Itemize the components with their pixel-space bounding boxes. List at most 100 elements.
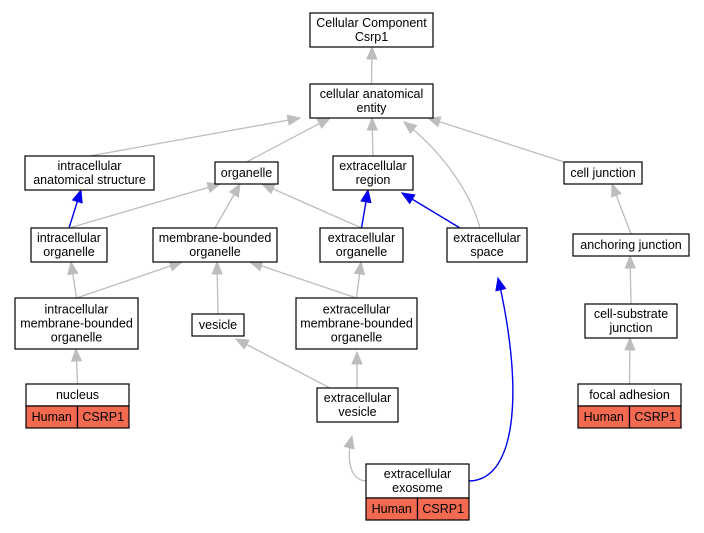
edge-eo-to-org: [260, 183, 362, 229]
arrowhead: [360, 188, 372, 204]
arrowhead: [426, 116, 442, 128]
tag-box: [628, 405, 682, 429]
edge-line: [76, 261, 183, 299]
node-box: [191, 313, 245, 337]
edge-mbo-to-org: [214, 182, 241, 229]
edge-aj-to-cj: [611, 182, 632, 235]
node-label: region: [356, 173, 391, 187]
arrowhead: [206, 181, 222, 194]
edge-es-to-cae: [402, 121, 481, 229]
node-label: organelle: [51, 331, 102, 345]
node-box: [446, 227, 528, 263]
tag-box: [76, 405, 130, 429]
arrowhead: [624, 336, 636, 351]
arrowhead: [211, 260, 223, 275]
node-label: intracellular: [45, 303, 109, 317]
species-tag: Human: [32, 410, 72, 424]
node-cj: cell junction: [563, 161, 643, 185]
edge-io-to-ias: [68, 188, 83, 229]
edge-line: [246, 117, 331, 163]
edge-eo-to-exr: [360, 188, 372, 229]
node-label: extracellular: [384, 467, 451, 481]
gene-tag: CSRP1: [634, 410, 676, 424]
node-label: extracellular: [323, 303, 390, 317]
node-box: [319, 227, 404, 263]
node-label: extracellular: [324, 391, 391, 405]
node-box: [316, 387, 399, 423]
gene-tag: CSRP1: [422, 502, 464, 516]
node-box: [572, 233, 690, 257]
arrowhead: [351, 350, 363, 365]
arrowhead: [67, 260, 79, 276]
node-label: vesicle: [199, 318, 237, 332]
edge-nuc-to-imbo: [70, 347, 83, 385]
arrowhead: [353, 260, 366, 276]
arrowhead: [624, 254, 637, 269]
edge-layer: [67, 45, 637, 482]
edge-exr-to-cae: [366, 116, 379, 157]
node-box: [24, 155, 155, 191]
node-label: extracellular: [453, 231, 520, 245]
node-label: cellular anatomical: [320, 87, 424, 101]
species-tag: Human: [584, 410, 624, 424]
node-label: cell junction: [570, 166, 635, 180]
edge-org-to-cae: [246, 117, 332, 163]
arrowhead: [402, 121, 418, 135]
edge-line: [249, 261, 357, 299]
node-label: exosome: [392, 481, 443, 495]
node-label: Cellular Component: [316, 16, 427, 30]
edge-cj-to-cae: [426, 116, 565, 163]
node-box: [14, 297, 139, 350]
edge-embo-to-mbo: [248, 260, 357, 299]
node-box: [152, 227, 278, 263]
arrowhead: [228, 182, 241, 198]
node-label: anchoring junction: [580, 238, 682, 252]
arrowhead: [495, 276, 507, 292]
node-box: [309, 12, 434, 48]
node-label: organelle: [331, 331, 382, 345]
node-box: [214, 161, 279, 185]
arrowhead: [316, 117, 332, 129]
node-label: organelle: [336, 245, 387, 259]
node-label: intracellular: [37, 231, 101, 245]
edge-ev-to-embo: [351, 350, 363, 388]
arrowhead: [234, 338, 250, 350]
arrowhead: [611, 182, 622, 198]
tag-box: [416, 497, 470, 521]
edge-line: [427, 117, 565, 163]
edge-line: [261, 183, 362, 229]
node-aj: anchoring junction: [572, 233, 690, 257]
gene-tag: CSRP1: [82, 410, 124, 424]
node-label: organelle: [189, 245, 240, 259]
edge-io-to-org: [68, 181, 222, 229]
node-label: vesicle: [338, 405, 376, 419]
edge-fa-to-csj: [624, 336, 636, 385]
node-box: [365, 463, 470, 499]
edge-embo-to-eo: [353, 260, 366, 299]
arrowhead: [343, 434, 355, 450]
node-box: [30, 227, 108, 263]
node-label: membrane-bounded: [300, 317, 413, 331]
node-label: organelle: [221, 166, 272, 180]
node-label: focal adhesion: [589, 388, 670, 402]
edge-csj-to-aj: [624, 254, 637, 305]
node-label: organelle: [43, 245, 94, 259]
edge-line: [468, 277, 514, 482]
arrowhead: [70, 347, 83, 362]
node-box: [309, 83, 434, 119]
node-label: anatomical structure: [33, 173, 146, 187]
edge-line: [68, 183, 221, 229]
